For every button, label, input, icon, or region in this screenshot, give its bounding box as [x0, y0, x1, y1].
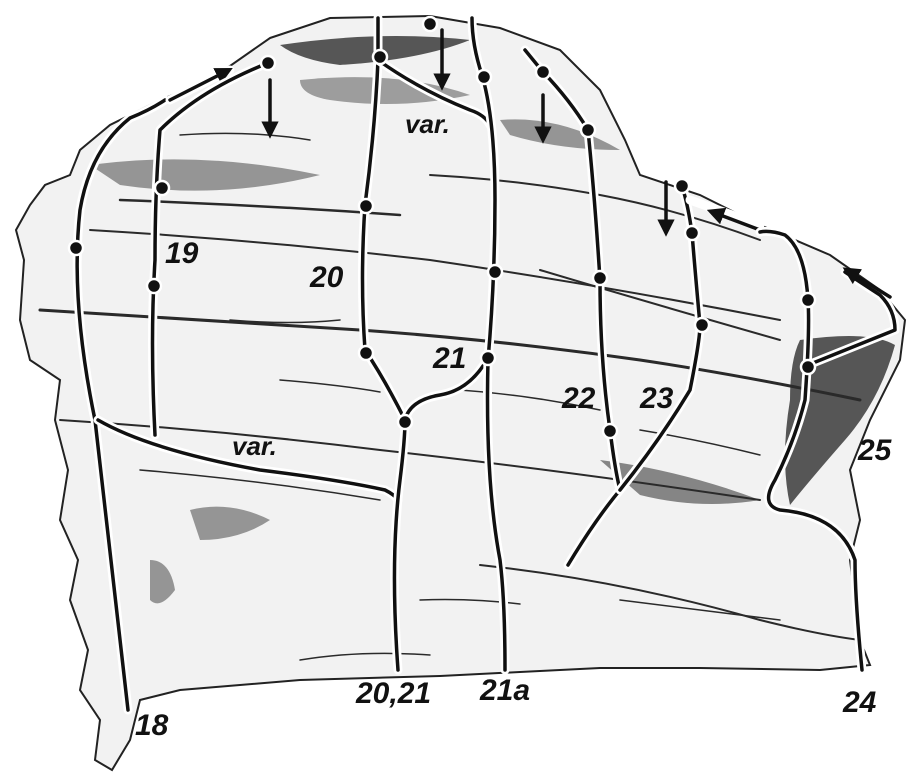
- bolt-marker: [477, 70, 491, 84]
- label-21: 21: [432, 342, 466, 375]
- bolt-marker: [695, 318, 709, 332]
- bolt-marker: [603, 424, 617, 438]
- bolt-marker: [398, 415, 412, 429]
- bolt-marker: [685, 226, 699, 240]
- bolt-marker: [69, 241, 83, 255]
- label-24: 24: [842, 686, 877, 719]
- label-19: 19: [165, 237, 199, 270]
- bolt-marker: [423, 17, 437, 31]
- bolt-marker: [801, 293, 815, 307]
- label-20-21: 20,21: [355, 677, 431, 710]
- bolt-marker: [536, 65, 550, 79]
- bolt-marker: [359, 199, 373, 213]
- label-22: 22: [561, 382, 596, 415]
- bolt-marker: [147, 279, 161, 293]
- bolt-marker: [155, 181, 169, 195]
- bolt-marker: [481, 351, 495, 365]
- label-var-left: var.: [232, 431, 277, 461]
- label-21a: 21a: [479, 674, 530, 707]
- label-25: 25: [857, 434, 893, 467]
- bolt-marker: [359, 346, 373, 360]
- bolt-marker: [675, 179, 689, 193]
- bolt-marker: [593, 271, 607, 285]
- label-var-top: var.: [405, 109, 450, 139]
- bolt-marker: [373, 50, 387, 64]
- label-20: 20: [309, 261, 344, 294]
- label-23: 23: [639, 382, 674, 415]
- bolt-marker: [261, 56, 275, 70]
- bolt-marker: [488, 265, 502, 279]
- label-18: 18: [135, 709, 169, 742]
- bolt-marker: [801, 360, 815, 374]
- bolt-marker: [581, 123, 595, 137]
